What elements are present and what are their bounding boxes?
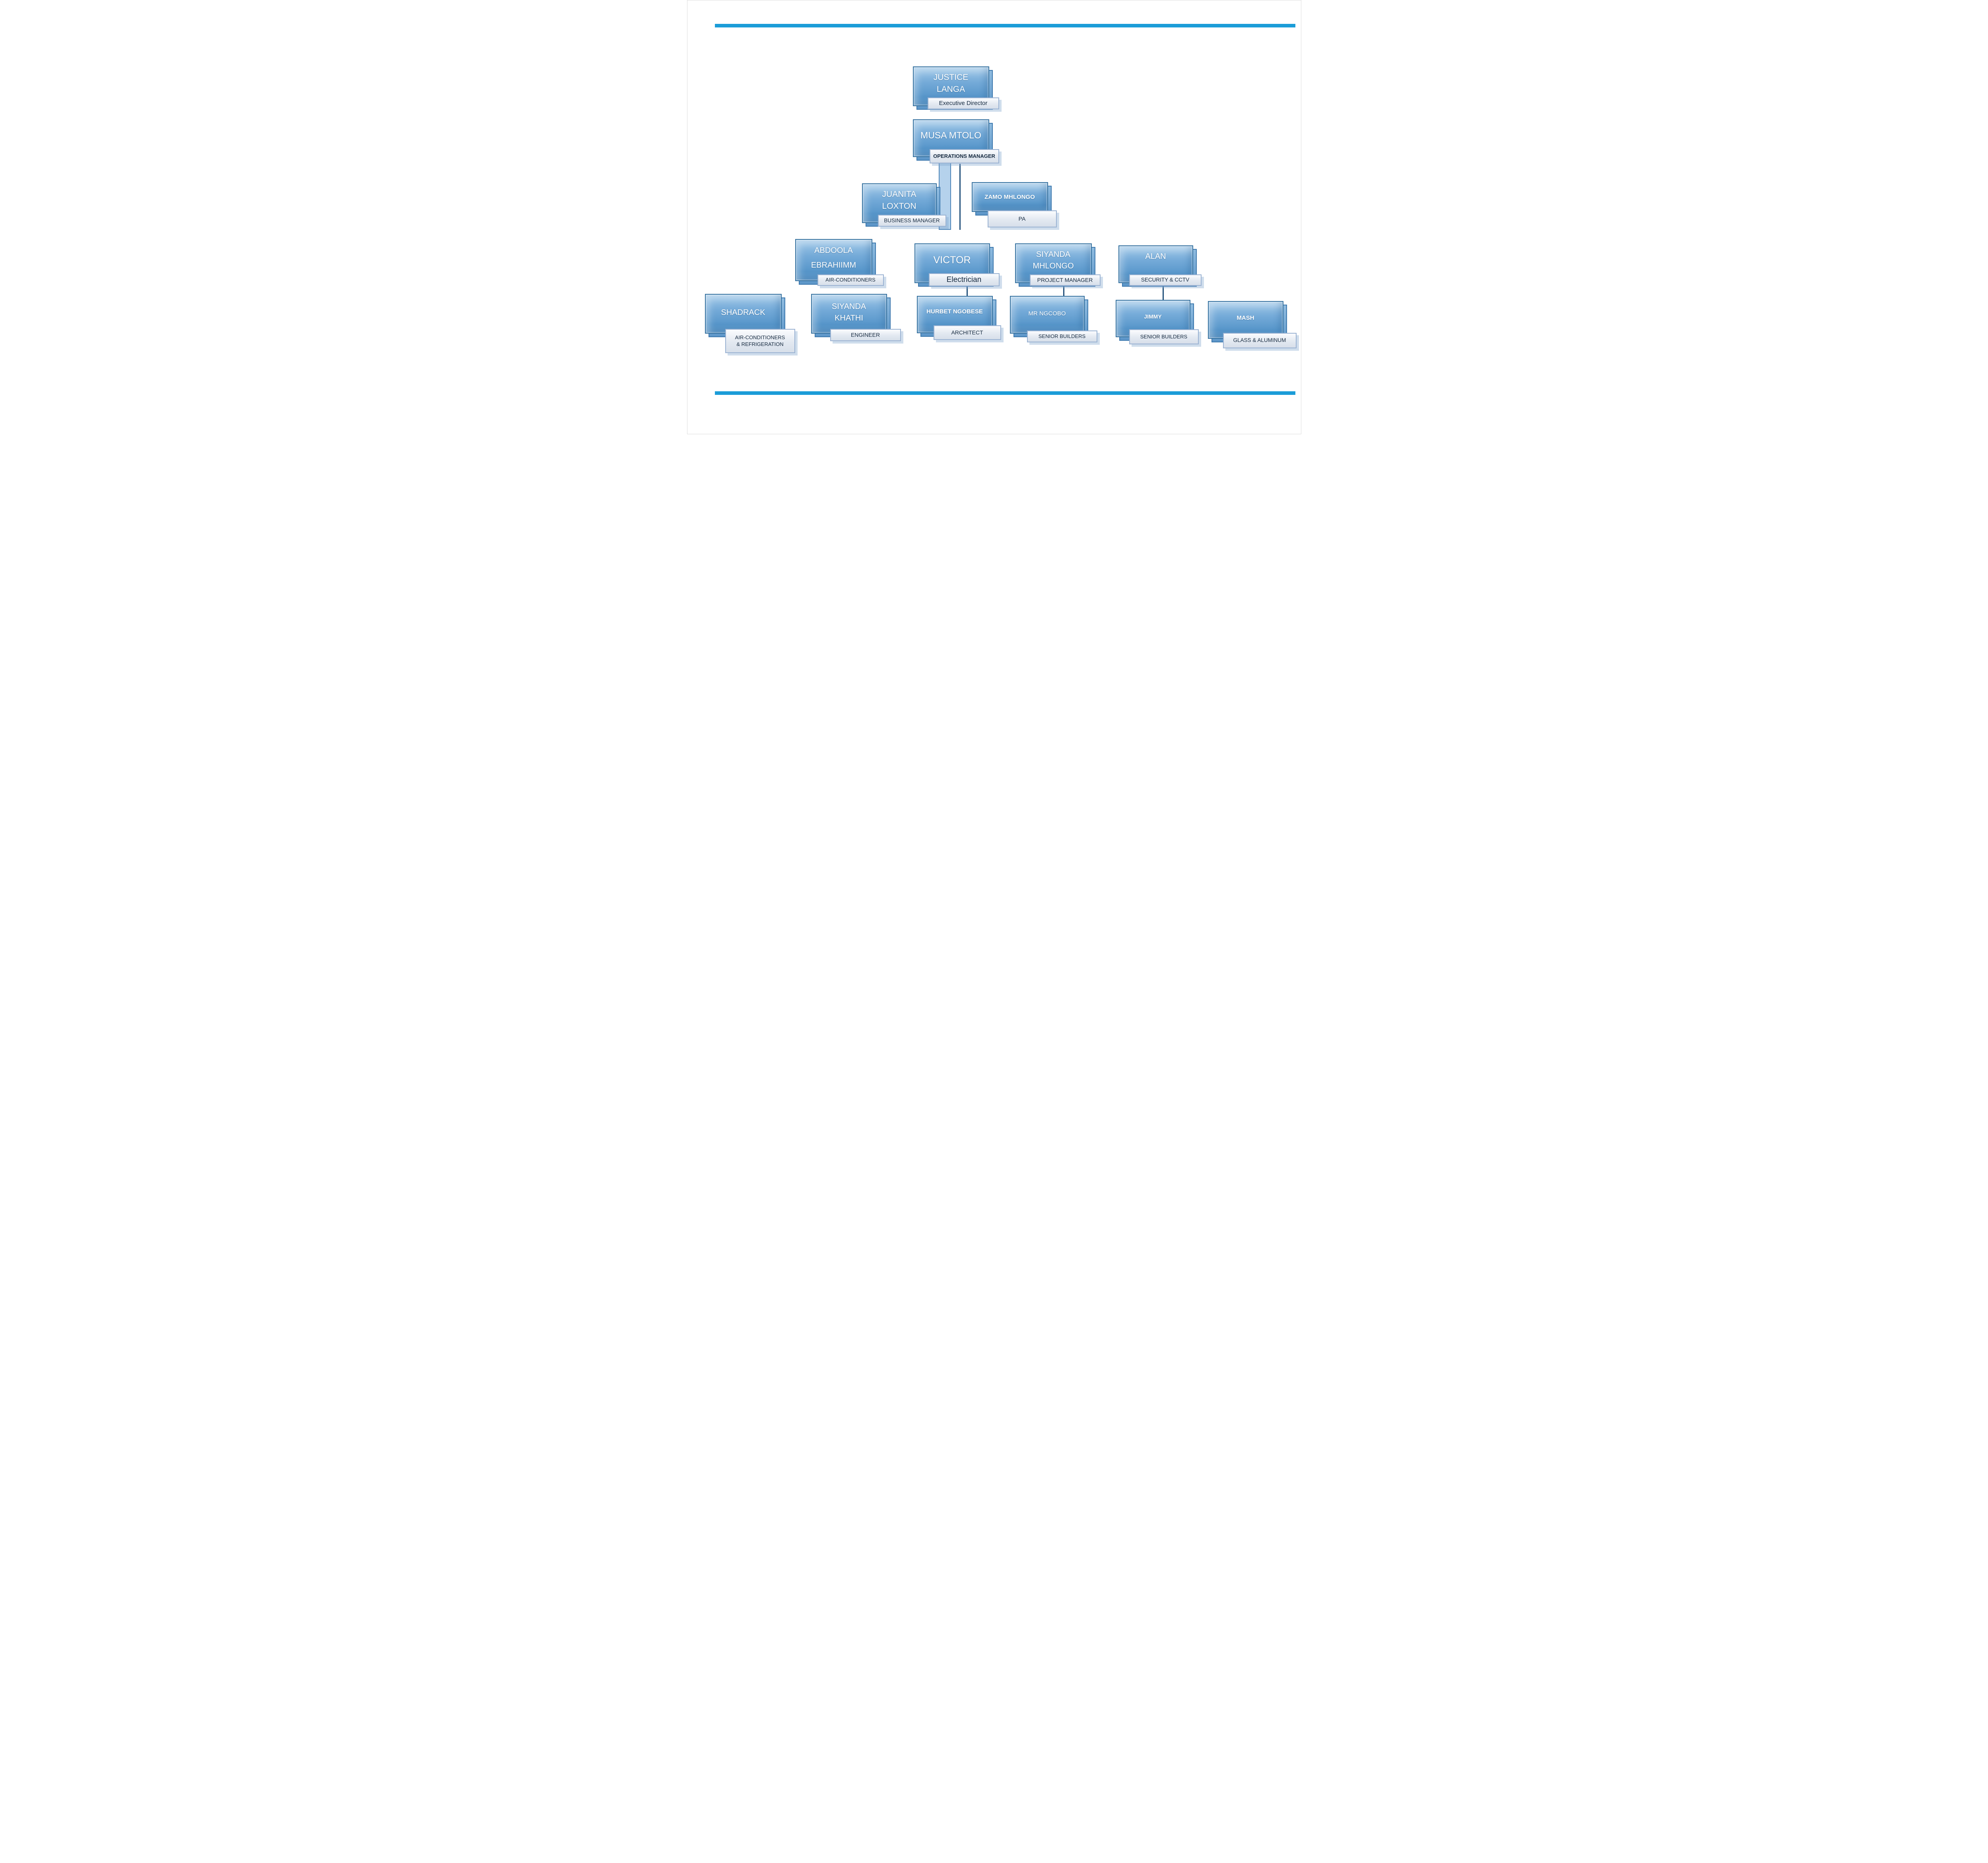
role-label: ARCHITECT: [951, 329, 983, 336]
person-name: VICTOR: [933, 254, 971, 266]
person-name-line1: ALAN: [1145, 252, 1166, 261]
org-node-shadrack: SHADRACK AIR-CONDITIONERS & REFRIGERATIO…: [705, 294, 795, 353]
person-name: MR NGCOBO: [1028, 310, 1066, 317]
node-face: SIYANDA KHATHI: [811, 294, 887, 334]
node-face: MASH: [1208, 301, 1283, 339]
person-name: SIYANDA MHLONGO: [1033, 250, 1074, 270]
org-node-jimmy: JIMMY SENIOR BUILDERS: [1115, 300, 1199, 344]
node-face: ZAMO MHLONGO: [971, 182, 1048, 212]
connector-musa-vertical: [959, 164, 961, 230]
org-node-justice-langa: JUSTICE LANGA Executive Director: [912, 66, 999, 110]
person-name: ABDOOLA EBRAHIIMM: [811, 246, 856, 270]
person-name: MUSA MTOLO: [920, 130, 981, 140]
role-tag: OPERATIONS MANAGER: [929, 149, 999, 163]
role-label: AIR-CONDITIONERS: [825, 277, 876, 283]
node-face: SHADRACK: [705, 294, 782, 334]
role-label: SENIOR BUILDERS: [1140, 333, 1188, 340]
role-label: PROJECT MANAGER: [1037, 276, 1093, 283]
role-tag: SECURITY & CCTV: [1129, 274, 1202, 286]
org-node-mr-ngcobo: MR NGCOBO SENIOR BUILDERS: [1010, 296, 1097, 342]
role-tag: SENIOR BUILDERS: [1027, 330, 1097, 342]
role-label: Electrician: [946, 275, 982, 284]
connector-victor-hurbet: [966, 283, 968, 297]
org-node-siyanda-mhlongo: SIYANDA MHLONGO PROJECT MANAGER: [1015, 243, 1101, 287]
person-name: SIYANDA KHATHI: [831, 302, 866, 322]
role-tag: ENGINEER: [830, 329, 901, 341]
role-tag: ARCHITECT: [933, 325, 1001, 340]
person-name: MASH: [1237, 314, 1254, 321]
role-tag: PROJECT MANAGER: [1029, 274, 1101, 286]
org-node-siyanda-khathi: SIYANDA KHATHI ENGINEER: [811, 294, 901, 341]
role-tag: GLASS & ALUMINUM: [1223, 333, 1297, 348]
role-tag: AIR-CONDITIONERS & REFRIGERATION: [725, 329, 795, 353]
role-label: SENIOR BUILDERS: [1038, 333, 1086, 339]
role-tag: BUSINESS MANAGER: [878, 215, 946, 227]
person-name: JUSTICE LANGA: [933, 72, 969, 94]
org-node-juanita-loxton: JUANITA LOXTON BUSINESS MANAGER: [862, 183, 946, 227]
role-tag: Executive Director: [927, 97, 999, 109]
bottom-accent-bar: [714, 391, 1295, 395]
person-name: JIMMY: [1144, 313, 1162, 320]
role-label: AIR-CONDITIONERS & REFRIGERATION: [735, 334, 785, 347]
org-node-hurbet-ngobese: HURBET NGOBESE ARCHITECT: [916, 296, 1001, 340]
org-node-alan-mckenzie: ALAN McKenzie SECURITY & CCTV: [1118, 245, 1202, 287]
role-label: OPERATIONS MANAGER: [933, 153, 995, 159]
role-tag: AIR-CONDITIONERS: [817, 274, 884, 286]
top-accent-bar: [714, 24, 1295, 27]
org-node-zamo-mhlongo: ZAMO MHLONGO PA: [971, 182, 1057, 227]
role-tag: PA: [987, 210, 1057, 227]
role-label: GLASS & ALUMINUM: [1233, 337, 1286, 344]
role-label: PA: [1018, 215, 1026, 222]
role-label: SECURITY & CCTV: [1141, 277, 1190, 283]
person-name: HURBET NGOBESE: [926, 308, 983, 315]
org-node-victor: VICTOR Electrician: [914, 243, 1000, 287]
connector-alan-jimmy: [1162, 283, 1164, 301]
org-node-mash: MASH GLASS & ALUMINUM: [1208, 301, 1297, 348]
role-label: Executive Director: [939, 99, 988, 107]
org-node-musa-mtolo: MUSA MTOLO OPERATIONS MANAGER: [912, 119, 999, 163]
org-chart-page: JUSTICE LANGA Executive Director MUSA MT…: [687, 0, 1301, 434]
org-node-abdoola-ebrahiimm: ABDOOLA EBRAHIIMM AIR-CONDITIONERS: [795, 239, 884, 286]
person-name: JUANITA LOXTON: [882, 189, 916, 211]
person-name: SHADRACK: [721, 308, 765, 317]
person-name: ZAMO MHLONGO: [984, 193, 1035, 200]
role-tag: SENIOR BUILDERS: [1129, 329, 1199, 344]
role-label: ENGINEER: [850, 331, 880, 338]
connector-siyanda-ngcobo: [1063, 283, 1064, 297]
role-label: BUSINESS MANAGER: [884, 217, 940, 223]
node-face: MR NGCOBO: [1010, 296, 1085, 334]
role-tag: Electrician: [928, 273, 1000, 286]
